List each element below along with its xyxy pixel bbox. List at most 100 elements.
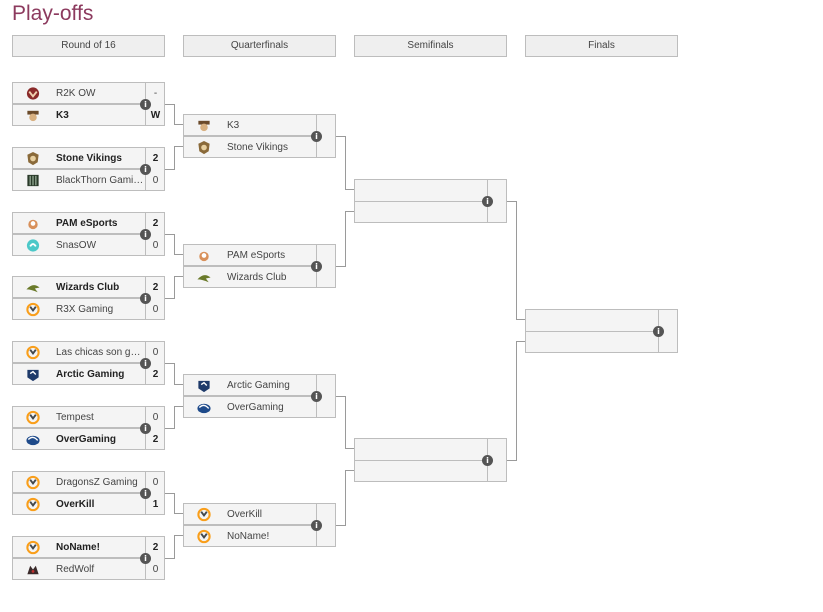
team-row[interactable]: PAM eSports xyxy=(13,213,145,234)
bracket-connector xyxy=(165,234,174,235)
match-divider xyxy=(13,493,164,494)
team-row[interactable]: DragonsZ Gaming xyxy=(13,472,145,493)
overwatch-logo-icon xyxy=(25,302,41,317)
team-score: 2 xyxy=(152,434,159,445)
overwatch-logo-icon xyxy=(196,529,212,544)
team-row[interactable]: PAM eSports xyxy=(184,245,316,266)
team-score: 0 xyxy=(152,477,159,488)
team-row[interactable]: OverGaming xyxy=(13,429,145,450)
bracket-connector xyxy=(174,234,175,255)
bracket-connector xyxy=(336,525,345,526)
team-row[interactable]: NoName! xyxy=(184,526,316,547)
team-row[interactable]: Wizards Club xyxy=(184,267,316,288)
team-name: Stone Vikings xyxy=(56,153,122,164)
team-row[interactable]: OverKill xyxy=(13,494,145,515)
team-row[interactable]: OverKill xyxy=(184,504,316,525)
round-header-finals: Finals xyxy=(525,35,678,57)
team-row[interactable]: R3X Gaming xyxy=(13,299,145,320)
team-row[interactable]: Wizards Club xyxy=(13,277,145,298)
overgaming-logo-icon xyxy=(196,400,212,415)
bracket-connector xyxy=(174,276,183,277)
bracket-connector xyxy=(174,406,183,407)
team-row[interactable]: SnasOW xyxy=(13,235,145,256)
team-row[interactable]: NoName! xyxy=(13,537,145,558)
team-row[interactable]: Arctic Gaming xyxy=(184,375,316,396)
final-match[interactable]: i xyxy=(525,309,678,353)
team-row[interactable]: Arctic Gaming xyxy=(13,364,145,385)
match-divider xyxy=(13,558,164,559)
pam-logo-icon xyxy=(25,216,41,231)
match-info-icon[interactable]: i xyxy=(140,99,151,110)
team-row[interactable]: Stone Vikings xyxy=(13,148,145,169)
team-name: BlackThorn Gami… xyxy=(56,175,144,186)
overwatch-logo-icon xyxy=(25,497,41,512)
match-info-icon[interactable]: i xyxy=(311,391,322,402)
team-score: 0 xyxy=(152,304,159,315)
match-info-icon[interactable]: i xyxy=(311,261,322,272)
team-name: OverGaming xyxy=(227,402,284,413)
team-row[interactable]: K3 xyxy=(13,105,145,126)
team-score: 2 xyxy=(152,369,159,380)
team-name: OverKill xyxy=(56,499,95,510)
bracket-connector xyxy=(174,363,175,385)
team-name: Wizards Club xyxy=(227,272,287,283)
sf-match-2[interactable]: i xyxy=(354,438,507,482)
bracket-connector xyxy=(336,136,345,137)
team-score: 1 xyxy=(152,499,159,510)
match-info-icon[interactable]: i xyxy=(482,196,493,207)
team-name: NoName! xyxy=(227,531,270,542)
match-divider xyxy=(184,525,335,526)
arctic-logo-icon xyxy=(25,367,41,382)
team-name: R2K OW xyxy=(56,88,96,99)
sf-match-1[interactable]: i xyxy=(354,179,507,223)
team-score: 0 xyxy=(152,175,159,186)
match-info-icon[interactable]: i xyxy=(140,164,151,175)
match-info-icon[interactable]: i xyxy=(140,488,151,499)
match-info-icon[interactable]: i xyxy=(140,358,151,369)
bracket-connector xyxy=(336,396,345,397)
team-row[interactable]: RedWolf xyxy=(13,559,145,580)
team-row[interactable]: Stone Vikings xyxy=(184,137,316,158)
wizards-logo-icon xyxy=(196,270,212,285)
match-info-icon[interactable]: i xyxy=(653,326,664,337)
team-row[interactable]: Las chicas son g… xyxy=(13,342,145,363)
bracket-connector xyxy=(165,493,174,494)
match-info-icon[interactable]: i xyxy=(482,455,493,466)
team-row[interactable]: OverGaming xyxy=(184,397,316,418)
bracket-connector xyxy=(174,146,175,170)
bracket-connector xyxy=(174,513,183,514)
team-row[interactable]: R2K OW xyxy=(13,83,145,104)
match-info-icon[interactable]: i xyxy=(140,293,151,304)
match-info-icon[interactable]: i xyxy=(140,553,151,564)
round-header-quarterfinals: Quarterfinals xyxy=(183,35,336,57)
overwatch-logo-icon xyxy=(25,410,41,425)
match-divider xyxy=(13,104,164,105)
match-info-icon[interactable]: i xyxy=(140,229,151,240)
team-score: 2 xyxy=(152,282,159,293)
team-name: PAM eSports xyxy=(56,218,118,229)
team-score: 0 xyxy=(152,347,159,358)
team-row[interactable]: BlackThorn Gami… xyxy=(13,170,145,191)
team-row[interactable]: K3 xyxy=(184,115,316,136)
bracket-connector xyxy=(174,406,175,429)
overwatch-logo-icon xyxy=(25,540,41,555)
bracket-connector xyxy=(345,189,354,190)
match-info-icon[interactable]: i xyxy=(140,423,151,434)
match-info-icon[interactable]: i xyxy=(311,131,322,142)
match-info-icon[interactable]: i xyxy=(311,520,322,531)
bracket-connector xyxy=(507,201,516,202)
round-header-semifinals: Semifinals xyxy=(354,35,507,57)
team-row[interactable]: Tempest xyxy=(13,407,145,428)
